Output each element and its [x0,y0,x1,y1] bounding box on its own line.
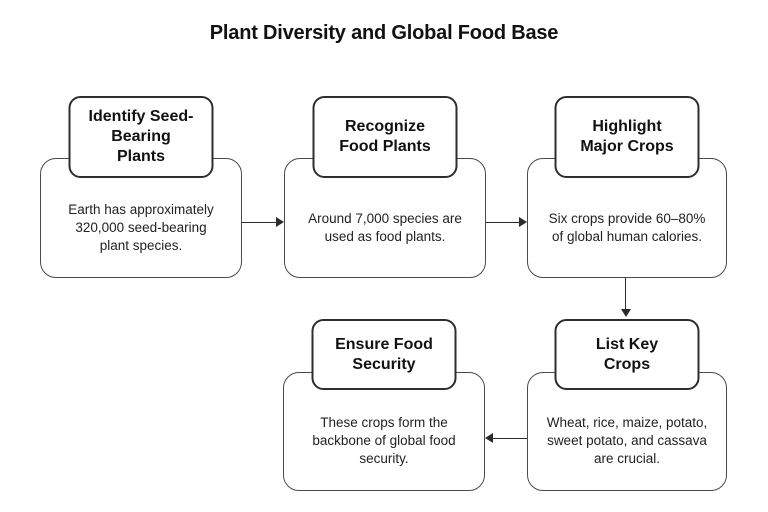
node-header: Recognize Food Plants [312,96,458,178]
arrow-line [493,437,527,439]
node-ensure-food-security: These crops form the backbone of global … [283,319,485,491]
node-identify-seed-bearing-plants: Earth has approximately 320,000 seed-bea… [40,96,242,278]
node-header: Highlight Major Crops [554,96,700,178]
arrow-line [625,278,626,310]
node-body-text: Six crops provide 60–80% of global human… [548,211,706,244]
node-header: Identify Seed- Bearing Plants [68,96,214,178]
node-title: Highlight Major Crops [580,118,674,155]
node-title: Ensure Food Security [335,335,433,373]
arrow-head-right-icon [276,217,284,227]
node-body-text: Earth has approximately 320,000 seed-bea… [68,202,214,253]
node-body-text: Around 7,000 species are used as food pl… [308,211,462,244]
arrow-line [486,221,519,223]
node-body: Earth has approximately 320,000 seed-bea… [40,158,242,278]
arrow-line [242,221,276,223]
arrow-head-down-icon [621,309,631,317]
node-body-text: Wheat, rice, maize, potato, sweet potato… [546,414,708,466]
node-body: Around 7,000 species are used as food pl… [284,158,486,278]
node-body: Six crops provide 60–80% of global human… [527,158,727,278]
arrow-head-right-icon [519,217,527,227]
node-title: List Key Crops [595,335,659,373]
node-header: List Key Crops [554,319,700,390]
node-highlight-major-crops: Six crops provide 60–80% of global human… [527,96,727,278]
node-body: Wheat, rice, maize, potato, sweet potato… [527,372,727,491]
node-list-key-crops: Wheat, rice, maize, potato, sweet potato… [527,319,727,491]
arrow-head-left-icon [485,433,493,443]
node-body: These crops form the backbone of global … [283,372,485,491]
node-header: Ensure Food Security [311,319,457,390]
node-title: Recognize Food Plants [339,118,431,155]
diagram-title: Plant Diversity and Global Food Base [209,22,559,44]
node-recognize-food-plants: Around 7,000 species are used as food pl… [284,96,486,278]
node-body-text: These crops form the backbone of global … [312,414,456,466]
node-title: Identify Seed- Bearing Plants [88,108,194,165]
